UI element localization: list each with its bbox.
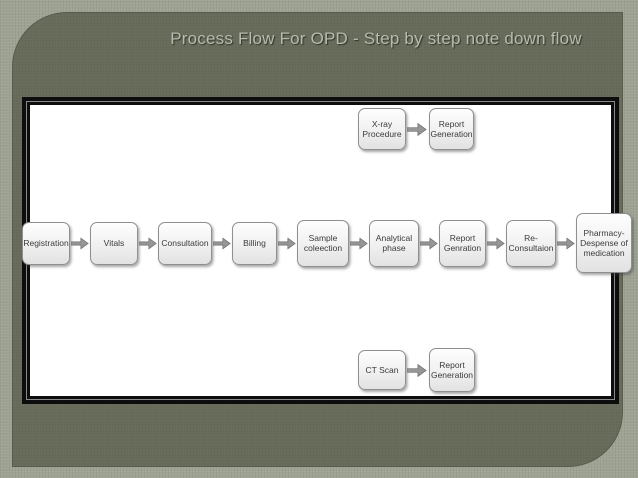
arrow-right-icon [350,237,368,249]
node-label: X-ray Procedure [362,118,402,139]
node-label: Report Generation [430,118,473,139]
node-label: Billing [243,237,266,248]
node-label: Consultation [161,237,209,248]
flow-node-ct-scan: CT Scan [358,350,406,390]
arrow-right-icon [213,237,231,249]
node-label: Sample coleection [303,232,343,253]
arrow-right-icon [407,363,427,377]
flow-node-consultation: Consultation [158,221,212,265]
arrow-right-icon [420,237,438,249]
node-label: CT Scan [365,364,399,375]
node-label: Registration [23,237,69,248]
slide-title: Process Flow For OPD - Step by step note… [170,29,582,48]
flow-node-billing: Billing [232,221,277,265]
flow-node-analytical-phase: Analytical phase [369,219,419,267]
flow-node-xray-procedure: X-ray Procedure [358,108,406,150]
flow-node-report-genration: Report Genration [439,219,486,267]
flow-node-registration: Registration [22,221,70,265]
flow-node-pharmacy-dispense: Pharmacy- Despense of medication [576,213,632,273]
node-label: Report Generation [430,359,474,380]
arrow-right-icon [71,237,89,249]
node-label: Re- Consultaion [508,232,554,253]
flow-node-ct-report-generation: Report Generation [429,348,475,392]
arrow-right-icon [278,237,296,249]
arrow-right-icon [557,237,575,249]
bottom-branch-row: CT Scan Report Generation [358,348,475,392]
flow-node-re-consultation: Re- Consultaion [506,219,556,267]
top-branch-row: X-ray Procedure Report Generation [358,108,474,150]
node-label: Analytical phase [375,232,413,253]
arrow-right-icon [139,237,157,249]
node-label: Report Genration [443,232,482,253]
arrow-right-icon [487,237,505,249]
node-label: Vitals [103,237,125,248]
flow-node-xray-report-generation: Report Generation [429,108,474,150]
flow-node-sample-collection: Sample coleection [297,219,349,267]
arrow-right-icon [407,122,427,136]
node-label: Pharmacy- Despense of medication [580,227,628,258]
flow-node-vitals: Vitals [90,221,138,265]
main-flow-row: Registration Vitals Consultation Billing [22,213,632,273]
flowchart-canvas: X-ray Procedure Report Generation Regist… [22,101,632,400]
